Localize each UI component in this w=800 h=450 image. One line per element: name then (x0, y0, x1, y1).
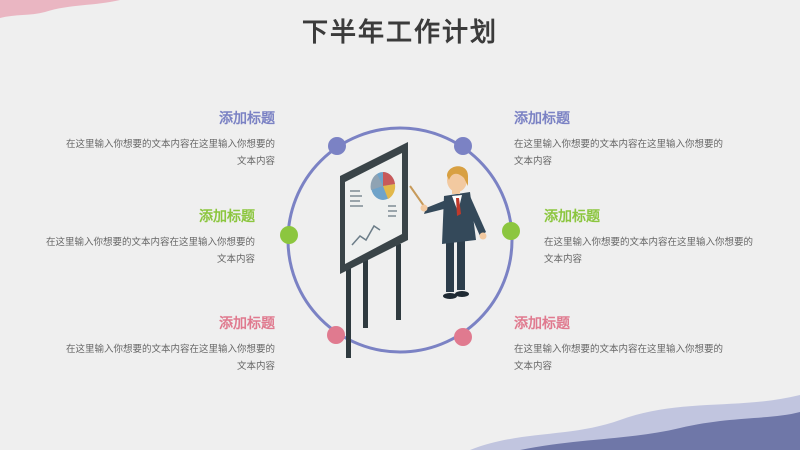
node-bottom-left (327, 326, 345, 344)
node-middle-left (280, 226, 298, 244)
item-top-right: 添加标题 在这里输入你想要的文本内容在这里输入你想要的文本内容 (514, 108, 729, 170)
item-heading: 添加标题 (514, 316, 570, 332)
item-text: 在这里输入你想要的文本内容在这里输入你想要的文本内容 (544, 237, 754, 265)
top-left-wave (0, 0, 120, 18)
item-heading: 添加标题 (544, 209, 600, 225)
bottom-right-wave-dark (520, 412, 800, 450)
item-heading: 添加标题 (199, 209, 255, 225)
item-heading: 添加标题 (219, 316, 275, 332)
item-text: 在这里输入你想要的文本内容在这里输入你想要的文本内容 (514, 344, 724, 372)
presenter-figure-icon (409, 166, 487, 299)
item-heading: 添加标题 (219, 111, 275, 127)
node-top-left (328, 137, 346, 155)
item-text: 在这里输入你想要的文本内容在这里输入你想要的文本内容 (514, 139, 724, 167)
item-middle-left: 添加标题 在这里输入你想要的文本内容在这里输入你想要的文本内容 (40, 206, 255, 268)
item-text: 在这里输入你想要的文本内容在这里输入你想要的文本内容 (45, 237, 255, 265)
node-middle-right (502, 222, 520, 240)
item-heading: 添加标题 (514, 111, 570, 127)
easel-icon (340, 142, 408, 358)
page-title: 下半年工作计划 (301, 18, 498, 48)
node-bottom-right (454, 328, 472, 346)
item-bottom-left: 添加标题 在这里输入你想要的文本内容在这里输入你想要的文本内容 (60, 313, 275, 375)
item-top-left: 添加标题 在这里输入你想要的文本内容在这里输入你想要的文本内容 (60, 108, 275, 170)
item-bottom-right: 添加标题 在这里输入你想要的文本内容在这里输入你想要的文本内容 (514, 313, 729, 375)
item-middle-right: 添加标题 在这里输入你想要的文本内容在这里输入你想要的文本内容 (544, 206, 759, 268)
node-top-right (454, 137, 472, 155)
item-text: 在这里输入你想要的文本内容在这里输入你想要的文本内容 (65, 139, 275, 167)
item-text: 在这里输入你想要的文本内容在这里输入你想要的文本内容 (65, 344, 275, 372)
